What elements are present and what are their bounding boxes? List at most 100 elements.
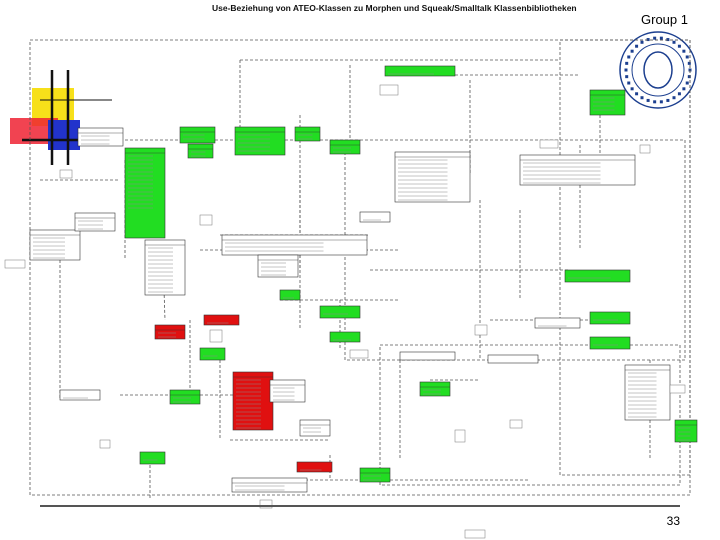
seal-lettering [625, 75, 629, 79]
class-box [59, 389, 101, 401]
class-box-body [59, 389, 101, 401]
class-box [232, 371, 274, 431]
class-box-body [384, 65, 456, 77]
class-box [257, 254, 299, 278]
class-box [199, 347, 226, 361]
note-box [199, 214, 213, 226]
note-box [379, 84, 399, 96]
class-box-body [294, 126, 321, 142]
class-box [139, 451, 166, 465]
seal-lettering [685, 55, 689, 59]
seal-lettering [627, 55, 631, 59]
note-box [4, 259, 26, 269]
class-box [384, 65, 456, 77]
seal-lettering [659, 100, 663, 104]
class-box [624, 364, 671, 421]
class-box-body [257, 254, 299, 278]
seal-lettering [672, 96, 676, 100]
class-box [564, 269, 631, 283]
class-box [359, 211, 391, 223]
class-box-body [124, 147, 166, 239]
class-box-body [139, 451, 166, 465]
class-box [187, 143, 214, 159]
seal-lettering [677, 44, 681, 48]
class-box [144, 239, 186, 296]
class-box [359, 467, 391, 483]
class-box [329, 331, 361, 343]
class-box [221, 234, 368, 256]
diagram-frame [379, 344, 681, 486]
class-box [487, 354, 539, 364]
seal-lettering [640, 40, 644, 44]
class-box [269, 379, 306, 403]
class-box [294, 126, 321, 142]
diagram-frame [559, 39, 691, 476]
slide-title: Use-Beziehung von ATEO-Klassen zu Morphe… [212, 3, 577, 13]
class-box [74, 212, 116, 232]
note-box [99, 439, 111, 449]
note-box [209, 329, 223, 343]
note-box [539, 139, 559, 149]
note-box [509, 419, 523, 429]
class-box [674, 419, 698, 443]
class-box [419, 381, 451, 397]
seal-lettering [627, 81, 631, 85]
note-box [669, 384, 686, 394]
class-box-body [534, 317, 581, 329]
seal-lettering [653, 36, 657, 40]
seal-lettering [630, 49, 634, 53]
seal-lettering [682, 87, 686, 91]
class-box-body [359, 467, 391, 483]
group-label: Group 1 [641, 12, 688, 27]
page-number: 33 [666, 514, 680, 528]
class-box [124, 147, 166, 239]
class-box-body [319, 305, 361, 319]
seal-lettering [672, 40, 676, 44]
seal-lettering [666, 38, 670, 42]
seal-lettering [687, 61, 691, 65]
note-box [474, 324, 488, 336]
class-box [589, 336, 631, 350]
seal-lettering [635, 44, 639, 48]
note-box [454, 429, 466, 443]
note-box [639, 144, 651, 154]
class-box-body [296, 461, 333, 473]
class-box [169, 389, 201, 405]
class-box-body [29, 229, 81, 261]
class-box-body [269, 379, 306, 403]
class-box-body [359, 211, 391, 223]
class-box-body [279, 289, 301, 301]
class-box-body [589, 89, 626, 116]
note-box [259, 499, 273, 509]
class-box-body [187, 143, 214, 159]
class-box [299, 419, 331, 437]
class-box [329, 139, 361, 155]
bottom-rule [40, 505, 680, 507]
class-box-body [394, 151, 471, 203]
class-box-body [674, 419, 698, 443]
seal-lettering [646, 98, 650, 102]
seal-lettering [685, 81, 689, 85]
class-box [179, 126, 216, 144]
class-box [231, 477, 308, 493]
class-box-body [144, 239, 186, 296]
class-box [394, 151, 471, 203]
class-box [296, 461, 333, 473]
class-box-body [519, 154, 636, 186]
class-box-body [199, 347, 226, 361]
class-box [279, 289, 301, 301]
note-box [464, 529, 486, 539]
seal-lettering [635, 92, 639, 96]
seal-lettering [630, 87, 634, 91]
class-box [154, 324, 186, 340]
class-box [77, 127, 124, 147]
seal-lettering [687, 75, 691, 79]
class-box-body [419, 381, 451, 397]
class-box-body [589, 336, 631, 350]
class-box [203, 314, 240, 326]
seal-lettering [666, 98, 670, 102]
class-box [534, 317, 581, 329]
class-box [399, 351, 456, 361]
class-box [319, 305, 361, 319]
